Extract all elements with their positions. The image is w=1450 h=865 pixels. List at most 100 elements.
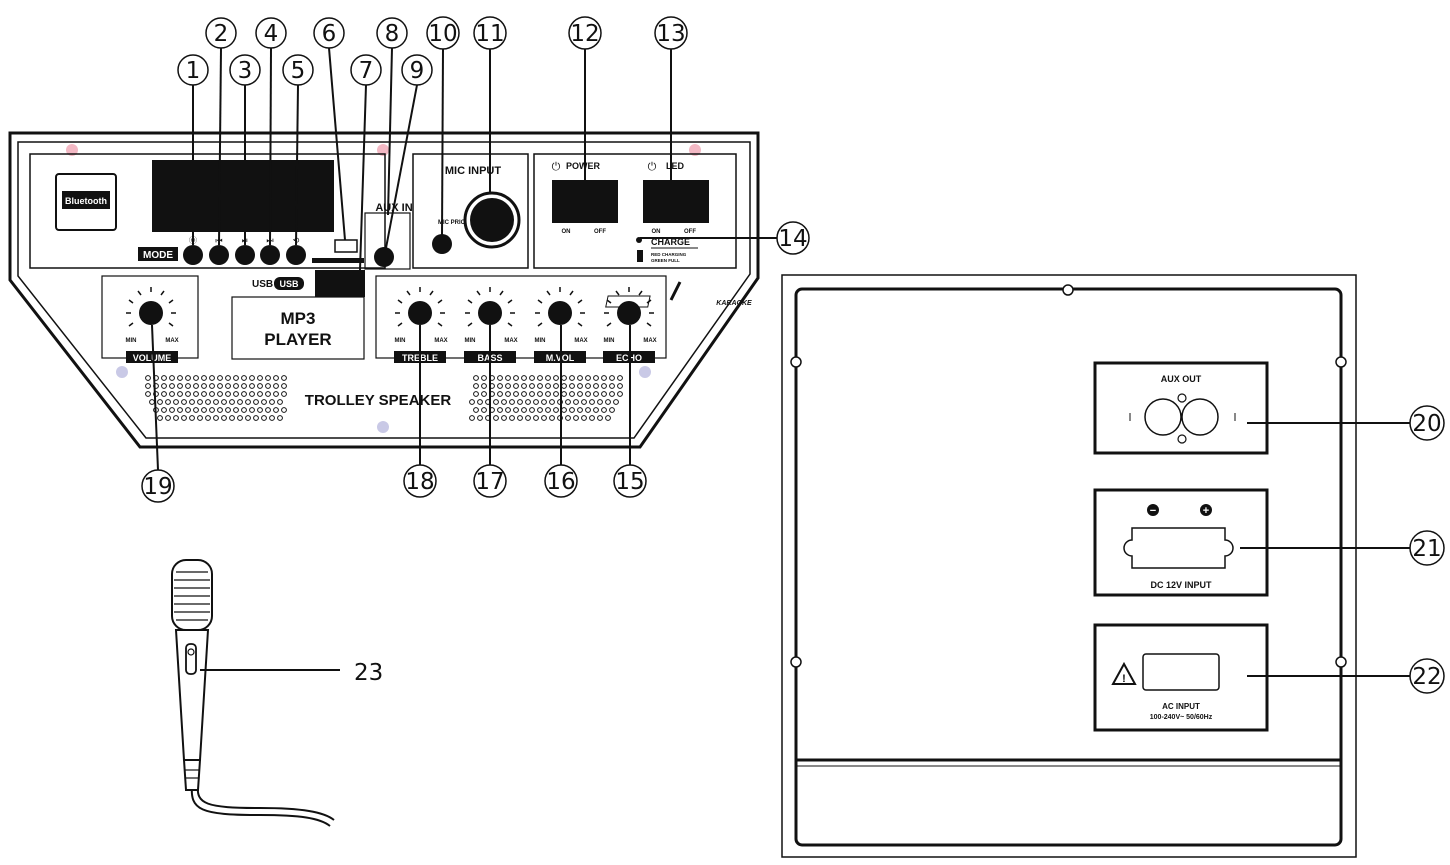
charge-label: CHARGE: [651, 237, 690, 247]
mic-prio-button[interactable]: [432, 234, 452, 254]
mp3-line1: MP3: [281, 309, 316, 328]
grille-hole: [585, 391, 591, 397]
power-icon: ⏻: [552, 161, 561, 173]
grille-hole: [193, 407, 199, 413]
grille-hole: [593, 391, 599, 397]
ac-input-socket[interactable]: [1142, 653, 1220, 691]
grille-hole: [577, 407, 583, 413]
grille-hole: [617, 383, 623, 389]
microphone: [171, 559, 335, 827]
grille-hole: [529, 407, 535, 413]
grille-hole: [493, 399, 499, 405]
rear-screw: [1062, 284, 1074, 296]
mvol-knob-ticks: [535, 287, 585, 327]
mic-input-section: [412, 153, 529, 269]
grille-hole: [157, 415, 163, 421]
led-label: LED: [666, 161, 685, 171]
screw: [689, 144, 701, 156]
grille-hole: [241, 391, 247, 397]
grille-hole: [265, 375, 271, 381]
grille-hole: [225, 375, 231, 381]
power-on-label: ON: [562, 229, 571, 235]
grille-hole: [521, 407, 527, 413]
echo-knob[interactable]: [617, 301, 641, 325]
usb-badge-box: [274, 277, 304, 290]
prev-button[interactable]: [209, 245, 229, 265]
mp3-player-plate: [231, 296, 365, 360]
grille-hole: [589, 415, 595, 421]
grille-hole: [209, 383, 215, 389]
grille-hole: [545, 375, 551, 381]
grille-hole: [169, 383, 175, 389]
mvol-knob[interactable]: [548, 301, 572, 325]
grille-hole: [565, 415, 571, 421]
grille-hole: [149, 399, 155, 405]
grille-hole: [533, 399, 539, 405]
mp3-line2: PLAYER: [264, 330, 331, 349]
grille-hole: [169, 375, 175, 381]
callout-23: 23: [200, 660, 383, 686]
front-panel-outline: [8, 131, 760, 449]
grille-hole: [257, 383, 263, 389]
aux-out-left-jack[interactable]: [1144, 398, 1182, 436]
grille-hole: [529, 391, 535, 397]
grille-hole: [601, 383, 607, 389]
grille-hole: [613, 399, 619, 405]
grille-hole: [509, 415, 515, 421]
grille-hole: [257, 407, 263, 413]
grille-hole: [593, 407, 599, 413]
mic-input-label: MIC INPUT: [445, 165, 502, 177]
callout-21: 21: [1240, 530, 1445, 566]
rear-panel-inner: [794, 287, 1343, 847]
grille-hole: [477, 415, 483, 421]
mode-button[interactable]: [183, 245, 203, 265]
aux-out-right-jack[interactable]: [1181, 398, 1219, 436]
grille-hole: [481, 383, 487, 389]
grille-hole: [193, 391, 199, 397]
aux-in-jack[interactable]: [374, 247, 394, 267]
volume-knob[interactable]: [139, 301, 163, 325]
play-pause-button[interactable]: [235, 245, 255, 265]
mic-input-jack[interactable]: [470, 198, 514, 242]
grille-hole: [525, 399, 531, 405]
grille-hole: [497, 375, 503, 381]
grille-hole: [553, 407, 559, 413]
dc-input-socket[interactable]: [1123, 527, 1234, 569]
callout-19: 19: [141, 324, 175, 503]
grille-hole: [553, 375, 559, 381]
minus-icon: [1147, 504, 1159, 516]
trolley-label: TROLLEY SPEAKER: [305, 392, 452, 409]
callout-10: 10: [426, 16, 460, 237]
sd-card-slot[interactable]: [334, 239, 358, 253]
grille-hole: [241, 383, 247, 389]
grille-hole: [553, 391, 559, 397]
grille-hole: [609, 391, 615, 397]
grille-hole: [589, 399, 595, 405]
svg-text:10: 10: [428, 21, 457, 47]
volume-max-label: MAX: [165, 338, 178, 344]
callout-18: 18: [403, 325, 437, 498]
grille-hole: [161, 407, 167, 413]
repeat-button[interactable]: [286, 245, 306, 265]
rear-panel: AUX OUT − + DC 12V INPUT ! AC INPUT 100-…: [781, 274, 1357, 858]
usb-port[interactable]: [315, 270, 365, 297]
grille-hole: [233, 407, 239, 413]
grille-hole: [277, 399, 283, 405]
treble-knob[interactable]: [408, 301, 432, 325]
treble-min-label: MIN: [395, 338, 406, 344]
bass-knob[interactable]: [478, 301, 502, 325]
grille-hole: [473, 383, 479, 389]
grille-hole: [609, 375, 615, 381]
grille-hole: [177, 407, 183, 413]
led-switch[interactable]: [643, 180, 709, 223]
grille-hole: [585, 383, 591, 389]
mode-label: MODE: [143, 250, 173, 261]
svg-text:23: 23: [354, 660, 383, 686]
display-screen: [152, 160, 334, 232]
callout-15: 15: [613, 325, 647, 498]
grille-hole: [273, 375, 279, 381]
grille-hole: [197, 399, 203, 405]
power-switch[interactable]: [552, 180, 618, 223]
next-button[interactable]: [260, 245, 280, 265]
